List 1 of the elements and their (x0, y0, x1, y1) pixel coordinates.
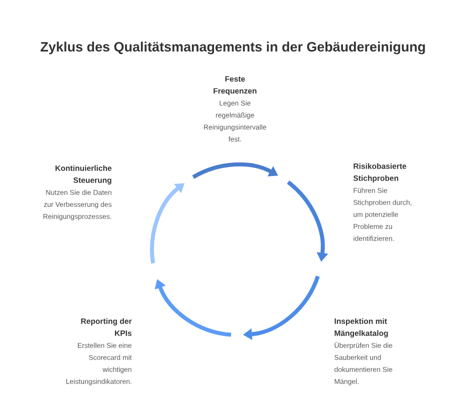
title: Zyklus des Qualitätsmanagements in der Gebäudereinigung (40, 42, 425, 54)
